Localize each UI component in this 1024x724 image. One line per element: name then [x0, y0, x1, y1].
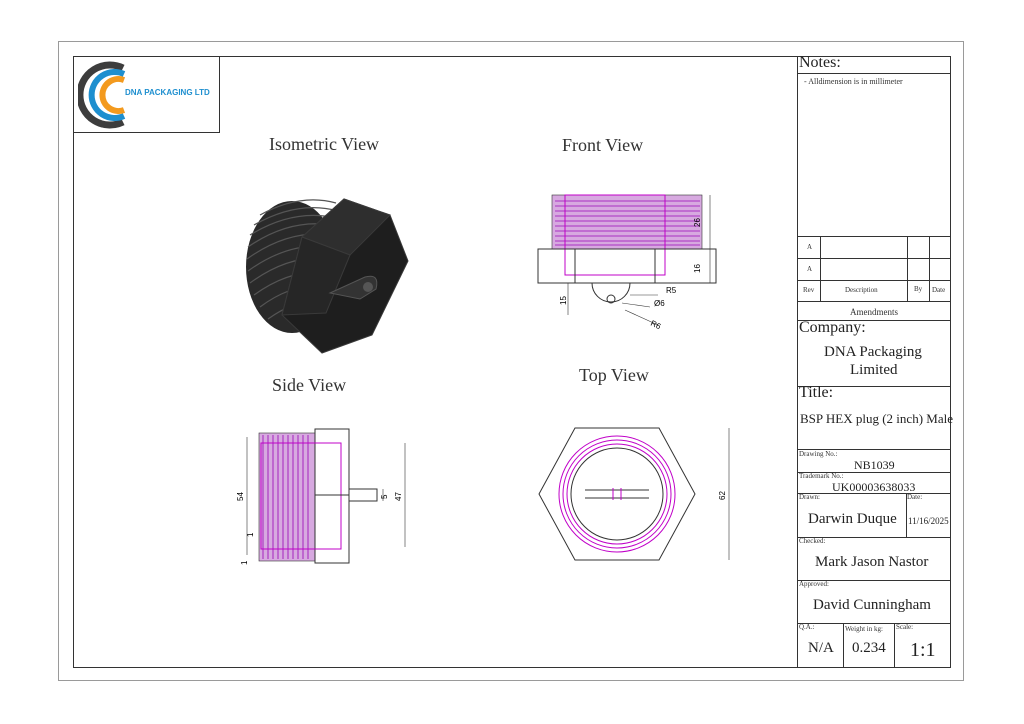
date-label: Date:: [907, 493, 923, 501]
drawn-date: 11/16/2025: [908, 516, 949, 526]
drawn-label: Drawn:: [799, 493, 820, 501]
top-dim-62: 62: [718, 491, 727, 500]
side-dim-1b: 1: [240, 560, 249, 565]
front-view-title: Front View: [562, 135, 644, 155]
side-dim-47: 47: [394, 492, 403, 501]
company-line-2: Limited: [850, 362, 898, 378]
title-label: Title:: [799, 384, 834, 401]
amendments-label: Amendments: [850, 307, 898, 317]
date-header: Date: [932, 286, 946, 294]
front-dim-26: 26: [693, 218, 702, 227]
isometric-view-title: Isometric View: [269, 134, 380, 154]
top-view-title: Top View: [579, 365, 649, 385]
side-view-drawing: 54 47 5 1 1: [236, 428, 406, 565]
trademark-no: UK00003638033: [832, 480, 916, 494]
drawing-title: BSP HEX plug (2 inch) Male: [800, 411, 953, 426]
notes-label: Notes:: [799, 54, 841, 71]
weight-label: Weight in kg:: [845, 625, 883, 633]
description-header: Description: [845, 286, 878, 294]
company-line-1: DNA Packaging: [824, 344, 922, 360]
isometric-plug-render: [246, 198, 409, 354]
front-dim-r6: R6: [649, 319, 663, 332]
front-view-drawing: 26 16 15 R5 Ø6 R6: [537, 194, 717, 332]
company-label: Company:: [799, 319, 866, 336]
side-view-title: Side View: [272, 375, 347, 395]
top-view-drawing: 62: [538, 427, 730, 561]
drawing-no: NB1039: [854, 458, 895, 472]
side-dim-5: 5: [380, 494, 389, 499]
approved-by: David Cunningham: [813, 597, 931, 613]
qa-label: Q.A.:: [799, 623, 815, 631]
by-header: By: [914, 285, 923, 293]
drawing-no-label: Drawing No.:: [799, 450, 838, 458]
side-dim-1a: 1: [246, 532, 255, 537]
sheet-border: [58, 41, 964, 681]
checked-by: Mark Jason Nastor: [815, 554, 929, 570]
front-dim-r5: R5: [666, 286, 677, 295]
weight-value: 0.234: [852, 640, 886, 656]
logo-swirl-icon: [78, 61, 126, 129]
checked-label: Checked:: [799, 537, 826, 545]
approved-label: Approved:: [799, 580, 829, 588]
drawing-frame: [73, 56, 951, 668]
note-1: - Alldimension is in millimeter: [804, 77, 903, 86]
logo-box: [73, 56, 220, 133]
qa-value: N/A: [808, 640, 834, 656]
rev-row-1: A: [807, 243, 813, 251]
front-dim-16: 16: [693, 264, 702, 273]
front-dim-15: 15: [559, 296, 568, 305]
title-block: Notes: - Alldimension is in millimeter A…: [797, 54, 953, 668]
scale-label: Scale:: [896, 623, 914, 631]
drawn-by: Darwin Duque: [808, 511, 897, 527]
logo-text: DNA PACKAGING LTD: [125, 88, 210, 97]
scale-value: 1:1: [910, 639, 936, 661]
rev-header: Rev: [803, 286, 815, 294]
front-dim-dia6: Ø6: [654, 299, 665, 308]
trademark-label: Trademark No.:: [799, 472, 844, 480]
side-dim-54: 54: [236, 492, 245, 501]
rev-row-2: A: [807, 265, 813, 273]
